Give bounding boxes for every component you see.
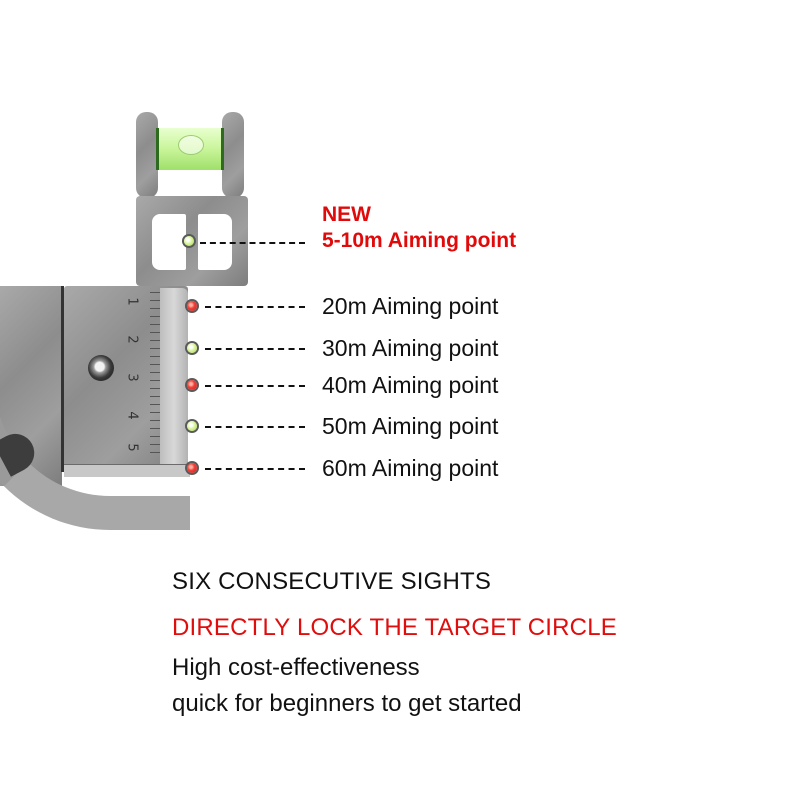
ruler-ticks [150,292,160,460]
plate-gap [61,286,64,472]
ruler-mark: 1 [124,297,140,306]
bracket-window-left [152,214,186,270]
leader-line-20m [205,306,305,308]
feature-headline: SIX CONSECUTIVE SIGHTS [172,568,492,595]
leader-line-top [200,242,305,244]
feature-line-1: High cost-effectiveness [172,654,420,681]
fiber-pin-60m-icon [187,463,197,473]
level-post-right [222,112,244,198]
feature-line-2: quick for beginners to get started [172,690,522,717]
callout-60m: 60m Aiming point [322,455,499,481]
fiber-pin-40m-icon [187,380,197,390]
ruler-mark: 3 [124,373,140,382]
fiber-pin-50m-icon [187,421,197,431]
leader-line-40m [205,385,305,387]
callout-50m: 50m Aiming point [322,413,499,439]
feature-subheadline: DIRECTLY LOCK THE TARGET CIRCLE [172,614,617,641]
sight-plate-edge [160,288,188,470]
sight-plate-bottom [64,464,190,477]
screw-icon [88,355,114,381]
ruler-mark: 2 [124,335,140,344]
fiber-pin-30m-icon [187,343,197,353]
callout-40m: 40m Aiming point [322,372,499,398]
new-badge: NEW [322,203,371,226]
ruler-mark: 5 [124,443,140,452]
fiber-pin-20m-icon [187,301,197,311]
level-post-left [136,112,158,198]
ruler-mark: 4 [124,411,140,420]
bubble-level-icon [156,128,224,170]
level-bubble [178,135,204,155]
callout-top-point: 5-10m Aiming point [322,229,517,252]
callout-20m: 20m Aiming point [322,293,499,319]
fiber-pin-top-icon [184,236,194,246]
leader-line-50m [205,426,305,428]
leader-line-30m [205,348,305,350]
callout-30m: 30m Aiming point [322,335,499,361]
leader-line-60m [205,468,305,470]
